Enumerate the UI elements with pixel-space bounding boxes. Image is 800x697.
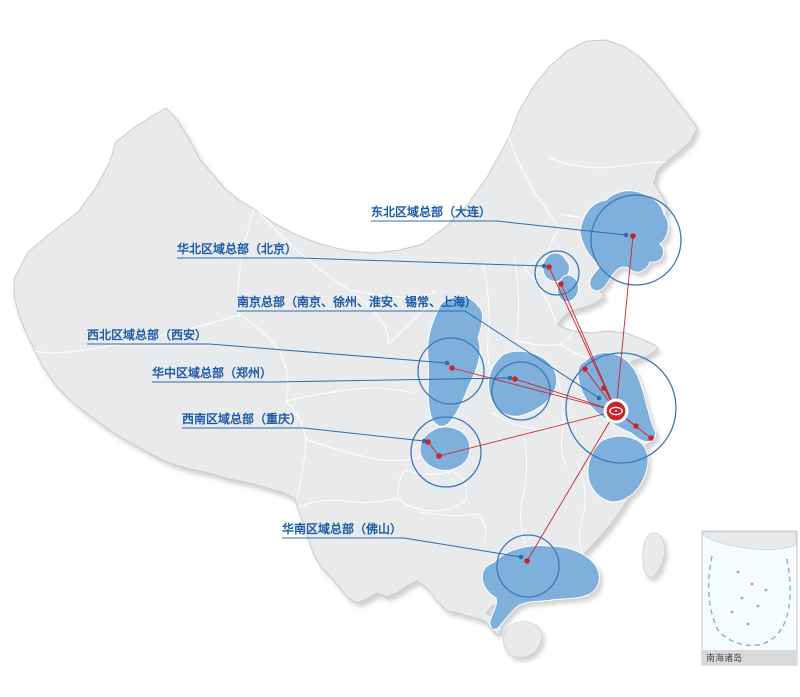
city-dot-beijing xyxy=(546,264,552,270)
leader-line-northeast xyxy=(371,220,627,236)
province-border xyxy=(548,157,668,169)
hq-circle-zhengzhou xyxy=(491,361,551,421)
city-dot-tianjin xyxy=(558,281,564,287)
label-northwest-hq[interactable]: 西北区域总部（西安） xyxy=(87,327,207,342)
hq-circle-xian xyxy=(417,337,485,405)
label-nanjing-hq[interactable]: 南京总部（南京、徐州、淮安、锡常、上海） xyxy=(237,294,477,309)
south-china-sea-inset: 南海诸岛 xyxy=(701,530,798,666)
province-border xyxy=(351,289,437,298)
leader-dot-north xyxy=(541,263,547,269)
city-dot-dalian xyxy=(630,233,636,239)
city-dot-xichang xyxy=(633,423,639,429)
hq-logo-marker[interactable] xyxy=(603,398,629,424)
inset-island-dot xyxy=(756,604,760,608)
leader-dot-central xyxy=(507,375,513,381)
leader-dot-northwest xyxy=(444,360,450,366)
connection-line-foshan xyxy=(526,410,617,562)
hainan-island xyxy=(503,621,542,658)
hq-circles xyxy=(410,194,682,598)
inset-coastline xyxy=(702,531,797,551)
leader-dot-nanjing xyxy=(596,395,602,401)
inset-label-strip xyxy=(702,650,797,665)
connection-line-tianjin xyxy=(560,283,617,412)
connection-line-dalian xyxy=(615,235,634,412)
city-dot-chongqing-2 xyxy=(425,439,431,445)
province-border xyxy=(387,305,429,345)
province-border xyxy=(397,469,468,512)
hq-connection-network xyxy=(425,233,654,564)
label-north-hq[interactable]: 华北区域总部（北京） xyxy=(177,241,297,256)
inset-island-dot xyxy=(736,570,740,574)
hq-circle-dalian xyxy=(590,194,682,286)
inset-island-dot xyxy=(740,596,744,600)
province-border xyxy=(481,261,495,381)
connection-line-zhengzhou xyxy=(514,378,617,412)
leader-line-central xyxy=(152,377,511,383)
province-border xyxy=(520,437,528,545)
province-border xyxy=(237,208,255,316)
label-southwest-hq[interactable]: 西南区域总部（重庆） xyxy=(182,411,302,426)
label-south-hq[interactable]: 华南区域总部（佛山） xyxy=(282,521,402,536)
hq-circle-nanjing xyxy=(565,352,677,464)
label-northeast-hq[interactable]: 东北区域总部（大连） xyxy=(371,204,491,219)
leader-line-northwest xyxy=(87,343,448,364)
inset-island-dot xyxy=(764,588,768,592)
connection-line-chongqing-inner xyxy=(427,441,440,457)
label-central-hq[interactable]: 华中区域总部（郑州） xyxy=(152,365,272,380)
leader-dot-southwest xyxy=(421,438,427,444)
city-dot-xian xyxy=(449,365,455,371)
highlighted-province-chongqing xyxy=(419,426,471,471)
hq-logo-oval xyxy=(609,406,623,416)
landmass-group xyxy=(13,39,698,658)
highlighted-province-henan xyxy=(487,350,558,417)
hq-logo-center-dot xyxy=(615,410,617,412)
inset-box xyxy=(701,530,798,666)
leader-dot-northeast xyxy=(623,232,629,238)
inset-islands xyxy=(730,570,768,626)
province-border xyxy=(419,511,486,543)
province-border xyxy=(257,210,389,345)
city-dot-shanghai xyxy=(648,435,654,441)
leader-line-north xyxy=(177,257,545,267)
province-border xyxy=(285,387,417,402)
province-border xyxy=(513,257,520,341)
inset-island-dot xyxy=(750,582,754,586)
hq-circle-chongqing xyxy=(410,416,482,488)
hq-circle-beijing xyxy=(534,250,580,296)
province-border xyxy=(305,438,422,462)
highlighted-province-shaanxi xyxy=(427,296,484,427)
city-dot-huaian xyxy=(601,385,607,391)
highlighted-province-liaoning xyxy=(579,190,669,292)
china-mainland-outline xyxy=(13,39,698,636)
leader-line-south xyxy=(282,537,522,558)
highlighted-province-guangdong xyxy=(481,545,600,630)
leader-line-nanjing xyxy=(237,310,600,399)
leader-dot-south xyxy=(518,554,524,560)
connection-line-chongqing xyxy=(438,410,617,457)
province-border xyxy=(297,497,399,508)
nine-dash-line xyxy=(707,555,791,647)
province-border xyxy=(34,314,241,354)
city-dot-zhengzhou xyxy=(512,376,518,382)
province-border xyxy=(576,461,586,555)
inset-island-dot xyxy=(730,610,734,614)
taiwan-island xyxy=(642,532,665,578)
label-leader-lines xyxy=(87,220,629,560)
city-dot-foshan xyxy=(524,558,530,564)
inset-label: 南海诸岛 xyxy=(706,652,742,663)
city-dot-xuzhou xyxy=(582,366,588,372)
hq-circle-foshan xyxy=(496,534,560,598)
hq-labels: 东北区域总部（大连） 华北区域总部（北京） 南京总部（南京、徐州、淮安、锡常、上… xyxy=(87,204,491,536)
highlighted-province-tianjin xyxy=(557,274,579,303)
highlighted-province-jiangsu-shanghai xyxy=(577,352,657,443)
city-dot-chongqing xyxy=(436,453,442,459)
inset-island-dot xyxy=(746,622,750,626)
connection-line-xian xyxy=(451,367,617,412)
province-border xyxy=(523,267,558,326)
highlighted-province-zhejiang xyxy=(587,435,649,503)
leader-line-southwest xyxy=(182,427,425,442)
